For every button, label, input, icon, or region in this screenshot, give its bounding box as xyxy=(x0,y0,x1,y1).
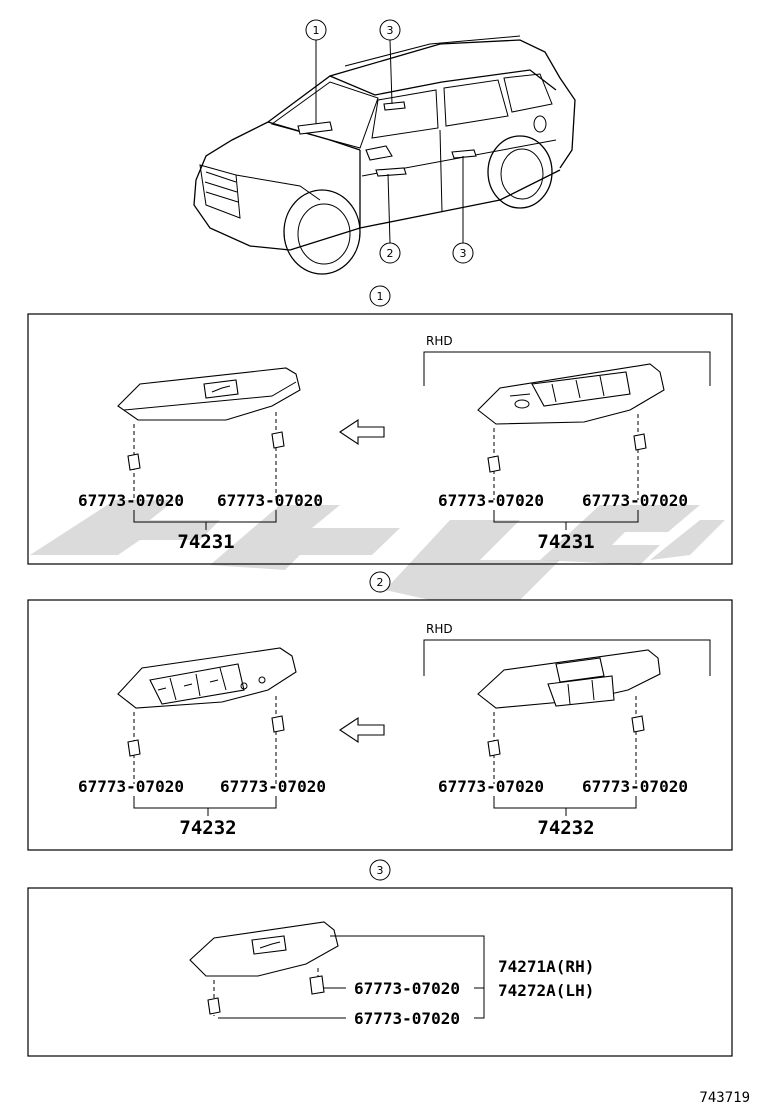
section-2-right-clips xyxy=(487,696,645,784)
section-1-left-clips xyxy=(127,412,285,500)
section-3-assembly-rh-label: 74271A(RH) xyxy=(498,957,594,976)
section-2-marker: 2 xyxy=(369,571,391,593)
section-2-right-clip-right-label: 67773-07020 xyxy=(582,777,688,796)
section-1-right-clips xyxy=(487,414,647,500)
callout-1-top: 1 xyxy=(305,19,327,124)
section-3-switch-base xyxy=(189,921,339,977)
section-1-frame xyxy=(27,313,733,565)
section-1-rhd-label: RHD xyxy=(426,334,453,348)
svg-text:2: 2 xyxy=(387,247,394,260)
section-1-left-clip-left-label: 67773-07020 xyxy=(78,491,184,510)
svg-text:1: 1 xyxy=(377,290,384,303)
section-2-right-switch-base xyxy=(477,649,661,709)
section-3-clip-bottom-label: 67773-07020 xyxy=(354,1009,460,1028)
section-1-left-assembly-label: 74231 xyxy=(177,531,234,553)
watermark-logo xyxy=(30,500,725,600)
section-2-frame xyxy=(27,599,733,851)
section-2-right-clip-left-label: 67773-07020 xyxy=(438,777,544,796)
section-3-assembly-lh-label: 74272A(LH) xyxy=(498,981,594,1000)
callout-3-top: 3 xyxy=(379,19,401,105)
section-1-left-clip-right-label: 67773-07020 xyxy=(217,491,323,510)
section-2-left-assembly-label: 74232 xyxy=(179,817,236,839)
section-2-arrow-icon xyxy=(339,716,385,744)
section-2-right-assembly-label: 74232 xyxy=(537,817,594,839)
svg-text:3: 3 xyxy=(377,864,384,877)
section-3-clips xyxy=(207,968,325,1016)
section-2-left-clip-right-label: 67773-07020 xyxy=(220,777,326,796)
section-1-right-clip-left-label: 67773-07020 xyxy=(438,491,544,510)
section-3-clip-top-label: 67773-07020 xyxy=(354,979,460,998)
section-2-left-switch-base xyxy=(117,647,297,709)
section-2-left-clips xyxy=(127,696,285,784)
section-3-frame xyxy=(27,887,733,1057)
svg-text:1: 1 xyxy=(313,24,320,37)
section-1-marker: 1 xyxy=(369,285,391,307)
svg-text:3: 3 xyxy=(460,247,467,260)
section-1-right-clip-right-label: 67773-07020 xyxy=(582,491,688,510)
callout-3-bottom: 3 xyxy=(452,156,474,264)
section-2-left-clip-left-label: 67773-07020 xyxy=(78,777,184,796)
svg-text:3: 3 xyxy=(387,24,394,37)
section-1-arrow-icon xyxy=(339,418,385,446)
section-1-right-switch-base xyxy=(477,363,665,425)
section-1-left-switch-base xyxy=(117,367,301,421)
diagram-id: 743719 xyxy=(699,1090,750,1106)
section-1-right-assembly-label: 74231 xyxy=(537,531,594,553)
callout-2-bottom: 2 xyxy=(379,173,401,264)
vehicle-illustration xyxy=(193,35,576,275)
svg-text:2: 2 xyxy=(377,576,384,589)
section-2-rhd-label: RHD xyxy=(426,622,453,636)
section-3-marker: 3 xyxy=(369,859,391,881)
